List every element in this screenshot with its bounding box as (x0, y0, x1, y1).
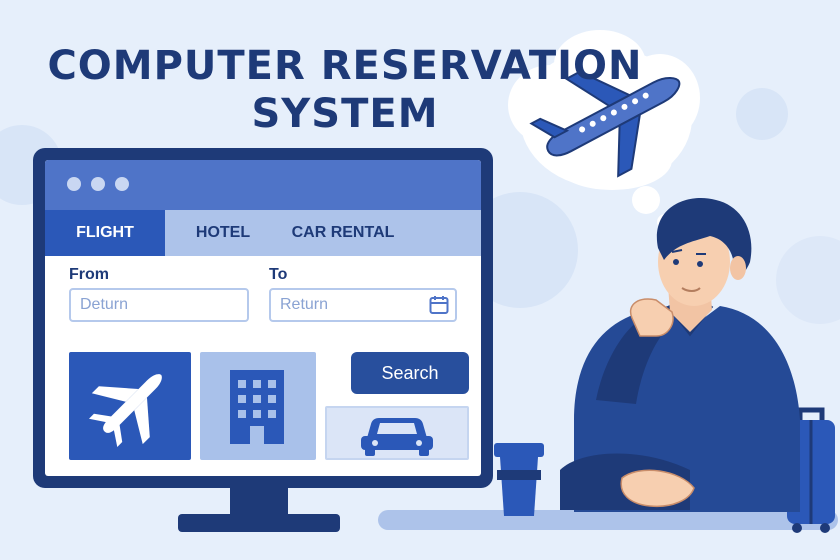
window-title-bar (45, 160, 481, 210)
from-input[interactable]: Deturn (69, 288, 249, 322)
car-rental-tile[interactable] (325, 406, 469, 460)
hotel-tile[interactable] (200, 352, 316, 460)
hotel-building-icon (230, 370, 284, 444)
title-line-2: SYSTEM (251, 91, 439, 137)
flight-tile[interactable] (69, 352, 191, 460)
window-dot-icon[interactable] (67, 177, 81, 191)
title-line-1: COMPUTER RESERVATION (47, 43, 643, 89)
from-label: From (69, 266, 109, 283)
to-input[interactable]: Return (269, 288, 457, 322)
window-dot-icon[interactable] (115, 177, 129, 191)
coffee-cup-icon (494, 443, 544, 516)
tab-bar: FLIGHT HOTEL CAR RENTAL (45, 210, 481, 256)
airplane-icon (88, 374, 162, 448)
airplane-icon (529, 70, 681, 178)
calendar-icon[interactable] (429, 295, 449, 315)
reservation-window: FLIGHT HOTEL CAR RENTAL From Deturn To R… (45, 160, 481, 476)
monitor-stand (230, 488, 288, 518)
table (378, 510, 838, 530)
to-label: To (269, 266, 288, 283)
tab-flight[interactable]: FLIGHT (45, 210, 165, 256)
monitor-base (178, 514, 340, 532)
search-button[interactable]: Search (351, 352, 469, 394)
car-icon (361, 418, 433, 456)
tab-hotel[interactable]: HOTEL (195, 224, 251, 241)
window-dot-icon[interactable] (91, 177, 105, 191)
computer-monitor: FLIGHT HOTEL CAR RENTAL From Deturn To R… (33, 148, 493, 488)
tab-car-rental[interactable]: CAR RENTAL (291, 224, 395, 241)
to-input-text: Return (280, 296, 329, 313)
page-title: COMPUTER RESERVATION SYSTEM (40, 42, 650, 138)
